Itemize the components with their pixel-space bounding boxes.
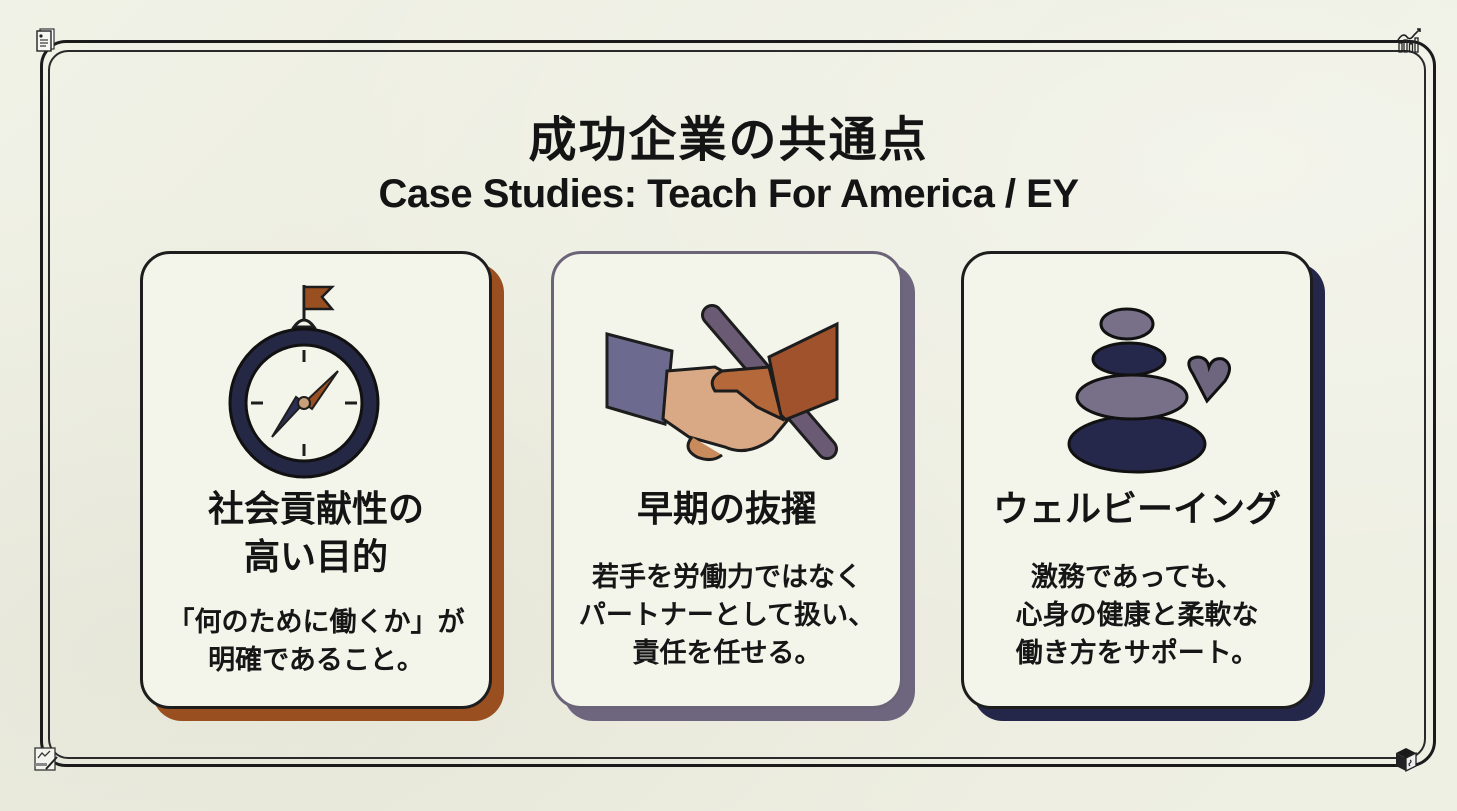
card-heading: ウェルビーイング bbox=[992, 489, 1281, 530]
card-heading: 早期の抜擢 bbox=[636, 489, 817, 530]
slide-title: 成功企業の共通点 bbox=[528, 112, 929, 168]
slide-subtitle: Case Studies: Teach For America / EY bbox=[378, 172, 1079, 216]
card-early-promotion: 早期の抜擢 若手を労働力ではなく パートナーとして扱い、 責任を任せる。 bbox=[551, 251, 903, 709]
card-body: 激務であっても、 心身の健康と柔軟な 働き方をサポート。 bbox=[1015, 562, 1259, 669]
card-heading: 社会貢献性の 高い目的 bbox=[207, 489, 424, 578]
card-body: 若手を労働力ではなく パートナーとして扱い、 責任を任せる。 bbox=[578, 562, 876, 669]
note-pen-icon bbox=[34, 747, 58, 771]
card-body: 「何のために働くか」が 明確であること。 bbox=[167, 607, 465, 676]
handshake-baton-icon bbox=[605, 304, 839, 462]
compass-flag-icon bbox=[228, 285, 380, 479]
growth-chart-icon bbox=[1397, 28, 1421, 53]
card-wellbeing: ウェルビーイング 激務であっても、 心身の健康と柔軟な 働き方をサポート。 bbox=[961, 251, 1313, 709]
stacked-stones-heart-icon bbox=[1067, 307, 1231, 474]
cube-icon bbox=[1396, 748, 1417, 773]
document-icon bbox=[36, 28, 55, 52]
decorative-frame-outer bbox=[40, 40, 1436, 767]
card-social-purpose: 社会貢献性の 高い目的 「何のために働くか」が 明確であること。 bbox=[140, 251, 492, 709]
decorative-frame-inner bbox=[48, 50, 1426, 759]
